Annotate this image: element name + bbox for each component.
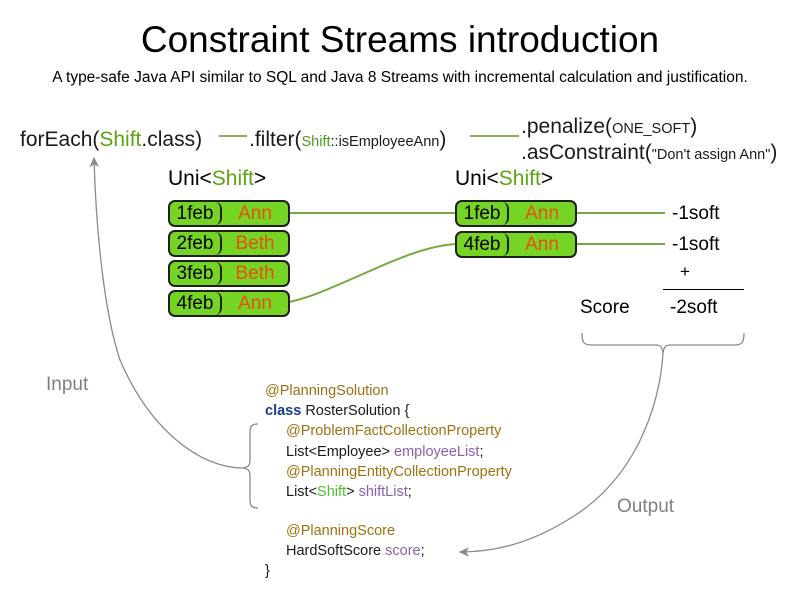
uni-label-left: Uni<Shift>	[168, 166, 266, 191]
shift-card-date: 4feb	[170, 292, 222, 315]
uni-left-prefix: Uni<	[168, 167, 212, 190]
code-token: ;	[407, 484, 412, 501]
code-token: List<Employee>	[286, 443, 395, 460]
filter-tail: )	[439, 128, 447, 151]
foreach-type: Shift	[99, 128, 142, 151]
pipeline-step-as-constraint[interactable]: .asConstraint("Don't assign Ann")	[521, 140, 777, 168]
page-subtitle: A type-safe Java API similar to SQL and …	[52, 69, 748, 86]
code-token: RosterSolution {	[301, 403, 410, 420]
penalty-value: -1soft	[672, 203, 720, 224]
code-token: class	[265, 403, 302, 420]
score-divider-rule	[663, 289, 744, 290]
code-line: List<Employee> employeeList;	[265, 442, 512, 462]
penalize-arg: ONE_SOFT	[612, 121, 691, 137]
shift-card-employee: Ann	[238, 292, 272, 314]
code-token: @PlanningEntityCollectionProperty	[286, 463, 512, 480]
shift-card[interactable]: 2feb Beth	[168, 230, 290, 257]
code-token: Shift	[317, 484, 347, 501]
code-token: ;	[479, 443, 484, 460]
shift-card-employee: Beth	[235, 232, 275, 254]
score-total: -2soft	[670, 297, 718, 318]
score-brace	[581, 332, 745, 354]
shift-card[interactable]: 4feb Ann	[168, 290, 290, 317]
uni-label-right: Uni<Shift>	[455, 166, 553, 191]
uni-left-suffix: >	[253, 167, 267, 190]
code-token: List<	[286, 484, 318, 501]
shift-card-employee: Ann	[525, 202, 559, 224]
code-line: @PlanningSolution	[265, 381, 512, 401]
shift-card-date: 1feb	[170, 202, 222, 225]
code-token: @ProblemFactCollectionProperty	[286, 423, 502, 440]
penalize-call: .penalize(	[521, 115, 613, 138]
as-constraint-call: .asConstraint(	[521, 141, 652, 164]
code-token: @PlanningScore	[286, 523, 396, 539]
penalize-tail: )	[690, 115, 698, 138]
pipeline-step-penalize[interactable]: .penalize(ONE_SOFT)	[521, 114, 697, 142]
code-line: }	[265, 561, 425, 581]
score-label: Score	[580, 297, 630, 318]
shift-card-date: 2feb	[170, 232, 222, 255]
filter-arg-rest: ::isEmployeeAnn	[330, 134, 440, 150]
code-line: @PlanningScore	[265, 521, 425, 541]
pipeline-step-foreach[interactable]: forEach(Shift.class)	[20, 127, 202, 153]
code-token: score	[385, 543, 421, 560]
penalty-value: -1soft	[672, 234, 720, 255]
shift-card-employee: Ann	[525, 233, 559, 255]
code-token: ;	[420, 543, 425, 560]
filter-arg-type: Shift	[301, 134, 331, 150]
code-line: class RosterSolution {	[265, 401, 512, 421]
code-token: @PlanningSolution	[265, 383, 389, 399]
code-line: HardSoftScore score;	[265, 541, 425, 561]
shift-card-date: 3feb	[170, 262, 222, 285]
uni-right-type: Shift	[498, 167, 541, 190]
input-label: Input	[46, 374, 89, 395]
shift-card-date: 4feb	[457, 233, 509, 256]
as-constraint-tail: )	[770, 141, 778, 164]
shift-card-date: 1feb	[457, 202, 509, 225]
code-token: employeeList	[394, 443, 480, 460]
stream-link-2	[271, 243, 458, 305]
shift-card[interactable]: 1feb Ann	[168, 200, 290, 227]
foreach-tail: .class)	[141, 128, 203, 151]
score-operator: +	[680, 262, 690, 281]
shift-card-employee: Beth	[235, 262, 275, 284]
uni-left-type: Shift	[211, 167, 254, 190]
code-line: @ProblemFactCollectionProperty	[265, 421, 512, 441]
shift-card[interactable]: 3feb Beth	[168, 260, 290, 287]
filter-call: .filter(	[249, 128, 302, 151]
code-line: List<Shift> shiftList;	[265, 482, 512, 502]
foreach-call: forEach(	[20, 128, 100, 151]
code-token: >	[346, 484, 359, 501]
code-line: @PlanningEntityCollectionProperty	[265, 462, 512, 482]
pipeline-step-filter[interactable]: .filter(Shift::isEmployeeAnn)	[249, 127, 446, 155]
output-label: Output	[617, 496, 675, 517]
uni-right-suffix: >	[540, 167, 554, 190]
shift-card-filtered[interactable]: 1feb Ann	[455, 200, 577, 227]
uni-right-prefix: Uni<	[455, 167, 499, 190]
code-token: shiftList	[358, 484, 408, 501]
as-constraint-arg: "Don't assign Ann"	[651, 147, 771, 163]
shift-card-filtered[interactable]: 4feb Ann	[455, 231, 577, 258]
code-token: }	[265, 563, 270, 580]
fields-brace	[242, 423, 259, 509]
shift-card-employee: Ann	[238, 202, 272, 224]
page-title: Constraint Streams introduction	[140, 19, 660, 60]
code-token: HardSoftScore	[286, 543, 386, 560]
code-block-solution: @PlanningSolution class RosterSolution { @…	[265, 381, 512, 502]
